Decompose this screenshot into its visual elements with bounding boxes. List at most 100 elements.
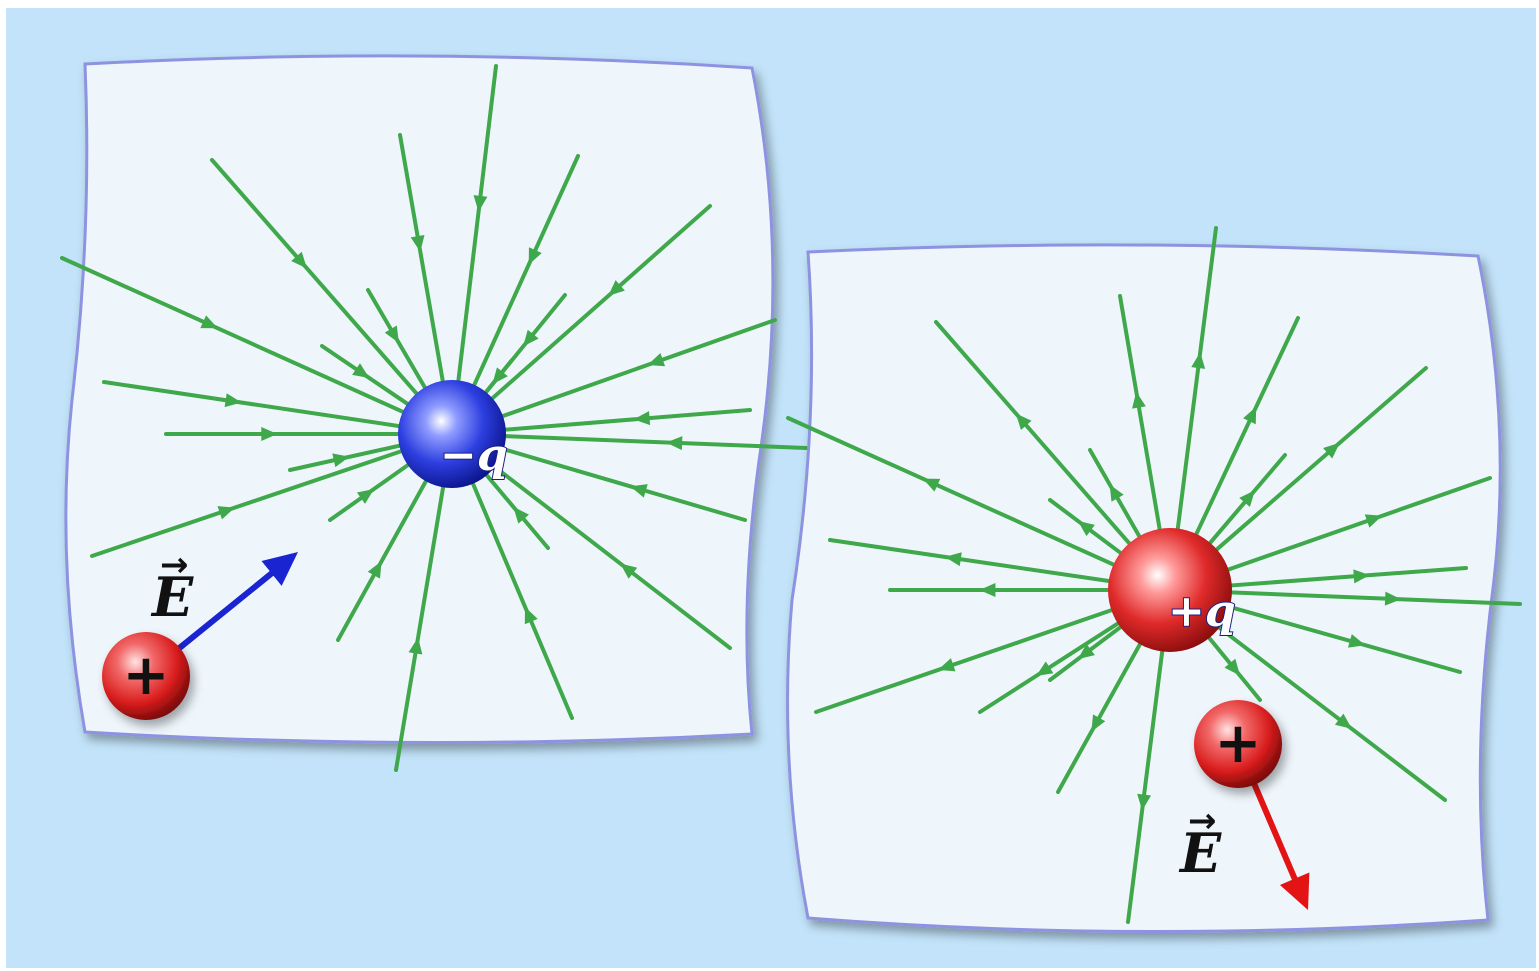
field-line — [288, 440, 415, 472]
source-charge-negative: −q — [398, 380, 509, 488]
field-line-arrowhead — [217, 506, 235, 520]
field-line-arrowhead — [332, 453, 350, 468]
field-line — [786, 416, 1129, 573]
field-line — [1214, 601, 1462, 674]
field-line-arrowhead — [528, 247, 542, 265]
field-line-arrowhead — [261, 427, 278, 441]
field-line-arrowhead — [524, 606, 538, 625]
field-line-arrowhead — [1036, 661, 1054, 676]
field-line-arrowhead — [1243, 406, 1257, 425]
field-line — [1215, 566, 1468, 589]
source-charge-positive: +q — [1108, 528, 1237, 652]
field-line-arrowhead — [1132, 391, 1146, 409]
field-line-arrowhead — [523, 329, 539, 347]
field-line — [487, 318, 777, 423]
field-line — [328, 455, 422, 522]
vector-label-arrow-positive: → — [1188, 801, 1217, 841]
field-line — [475, 462, 550, 550]
field-line — [454, 64, 498, 397]
test-charge-negative-panel: + E → — [102, 545, 298, 720]
field-line — [336, 466, 435, 642]
field-line — [1174, 226, 1218, 545]
field-line-arrowhead — [922, 478, 941, 492]
field-line-arrowhead — [944, 552, 962, 567]
field-line-arrowhead — [1015, 413, 1032, 431]
field-line — [1206, 617, 1447, 802]
field-line — [465, 468, 574, 720]
field-line-arrowhead — [1384, 591, 1402, 606]
field-line — [394, 471, 448, 772]
field-line-arrowhead — [200, 315, 218, 329]
field-line — [481, 456, 732, 650]
field-line — [978, 613, 1132, 714]
field-line-arrowhead — [620, 563, 638, 579]
field-lines-negative — [60, 64, 808, 772]
field-line — [398, 133, 448, 397]
test-charge-sign: + — [123, 643, 170, 708]
field-line-arrowhead — [1091, 714, 1106, 732]
field-line-arrowhead — [473, 195, 488, 212]
field-line-arrowhead — [1323, 442, 1340, 459]
vector-label-positive: E — [1178, 821, 1222, 885]
charge-label-negative: −q — [440, 430, 508, 481]
field-line-arrowhead — [513, 506, 530, 524]
field-line — [1088, 448, 1149, 551]
field-line-arrowhead — [356, 488, 375, 504]
field-line-arrowhead — [1077, 643, 1095, 660]
field-line — [828, 538, 1125, 586]
field-line-arrowhead — [633, 411, 651, 426]
field-line-arrowhead — [367, 561, 382, 579]
field-line-arrowhead — [938, 658, 956, 672]
field-line-arrowhead — [224, 393, 242, 408]
field-line-arrowhead — [352, 363, 370, 379]
field-line — [1215, 589, 1522, 606]
field-line-arrowhead — [979, 583, 996, 597]
field-line-arrowhead — [1353, 569, 1370, 584]
field-line-arrowhead — [608, 280, 625, 296]
field-line-arrowhead — [630, 484, 648, 498]
field-line — [488, 443, 747, 522]
field-line — [475, 293, 567, 405]
positive-charge-panel: +q + E → — [786, 226, 1522, 934]
field-line — [489, 433, 808, 450]
field-line — [1126, 635, 1166, 924]
red-sphere-icon — [1108, 528, 1232, 652]
field-line — [1118, 294, 1164, 545]
field-line — [489, 408, 752, 433]
field-line-arrowhead — [1347, 634, 1366, 648]
field-line-arrowhead — [1239, 490, 1255, 507]
field-line-arrowhead — [1364, 514, 1383, 528]
field-line-arrowhead — [384, 325, 399, 343]
field-line-arrowhead — [1191, 352, 1206, 369]
field-line — [60, 256, 418, 420]
field-line — [210, 158, 428, 406]
field-line-arrowhead — [1224, 658, 1241, 676]
field-line — [479, 204, 712, 410]
field-line-arrowhead — [1109, 484, 1124, 502]
field-line — [1199, 453, 1287, 556]
field-line — [934, 320, 1141, 556]
charge-label-positive: +q — [1168, 586, 1236, 637]
field-line — [102, 380, 415, 431]
field-line — [1048, 498, 1134, 564]
field-line — [320, 344, 421, 414]
blue-sphere-icon — [398, 380, 506, 488]
field-vector-arrow-negative — [170, 552, 298, 657]
vector-label-arrow-negative: → — [160, 545, 189, 585]
negative-charge-panel: −q + E → — [60, 54, 808, 772]
vector-label-negative: E — [150, 565, 194, 629]
field-line — [366, 288, 434, 402]
test-charge-positive-panel: + E → — [1178, 700, 1310, 910]
field-line — [1048, 616, 1134, 682]
field-line — [466, 154, 580, 400]
plus-sign-sphere-icon — [1194, 700, 1282, 788]
field-line-arrowhead — [291, 251, 308, 269]
field-line-arrowhead — [1077, 520, 1095, 537]
field-line-arrowhead — [666, 436, 683, 451]
field-line — [1204, 366, 1428, 561]
field-vector-arrow-positive — [1247, 772, 1310, 910]
plus-sign-sphere-icon — [102, 632, 190, 720]
test-charge-sign: + — [1215, 711, 1262, 776]
field-lines-positive — [786, 226, 1522, 924]
field-line — [1056, 629, 1149, 794]
